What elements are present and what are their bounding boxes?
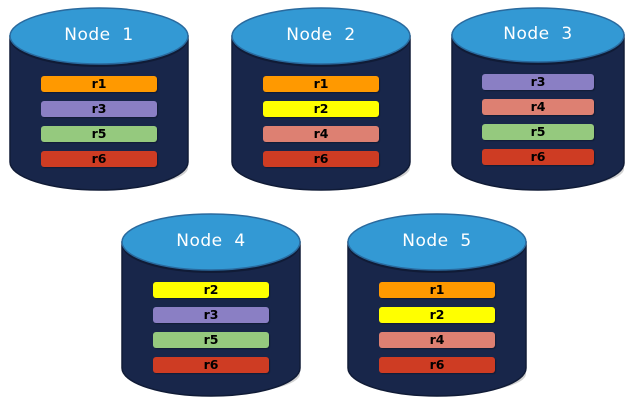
replica-chip-r2[interactable]: r2 (379, 307, 495, 323)
replica-chip-r4[interactable]: r4 (263, 126, 379, 142)
cylinder-top-lid (451, 7, 625, 63)
replica-chip-r1[interactable]: r1 (379, 282, 495, 298)
replica-chip-r5[interactable]: r5 (153, 332, 269, 348)
replica-list: r1 r2 r4 r6 (232, 76, 410, 167)
replica-chip-r3[interactable]: r3 (153, 307, 269, 323)
cylinder-top-lid (231, 7, 411, 65)
replica-chip-r6[interactable]: r6 (379, 357, 495, 373)
cylinder-top-lid (9, 7, 189, 65)
replica-chip-r6[interactable]: r6 (482, 149, 594, 165)
replica-chip-r2[interactable]: r2 (263, 101, 379, 117)
replica-list: r2 r3 r5 r6 (122, 282, 300, 373)
cylinder-top-lid (347, 213, 527, 271)
cylinder-top-lid (121, 213, 301, 271)
replica-list: r1 r2 r4 r6 (348, 282, 526, 373)
replica-chip-r6[interactable]: r6 (41, 151, 157, 167)
replica-chip-r5[interactable]: r5 (41, 126, 157, 142)
replica-chip-r3[interactable]: r3 (41, 101, 157, 117)
replica-chip-r6[interactable]: r6 (153, 357, 269, 373)
replica-chip-r1[interactable]: r1 (263, 76, 379, 92)
replica-chip-r6[interactable]: r6 (263, 151, 379, 167)
replica-chip-r3[interactable]: r3 (482, 74, 594, 90)
replica-list: r3 r4 r5 r6 (452, 74, 624, 165)
replica-chip-r1[interactable]: r1 (41, 76, 157, 92)
replica-chip-r5[interactable]: r5 (482, 124, 594, 140)
replica-list: r1 r3 r5 r6 (10, 76, 188, 167)
replica-chip-r4[interactable]: r4 (379, 332, 495, 348)
replica-chip-r4[interactable]: r4 (482, 99, 594, 115)
replica-chip-r2[interactable]: r2 (153, 282, 269, 298)
